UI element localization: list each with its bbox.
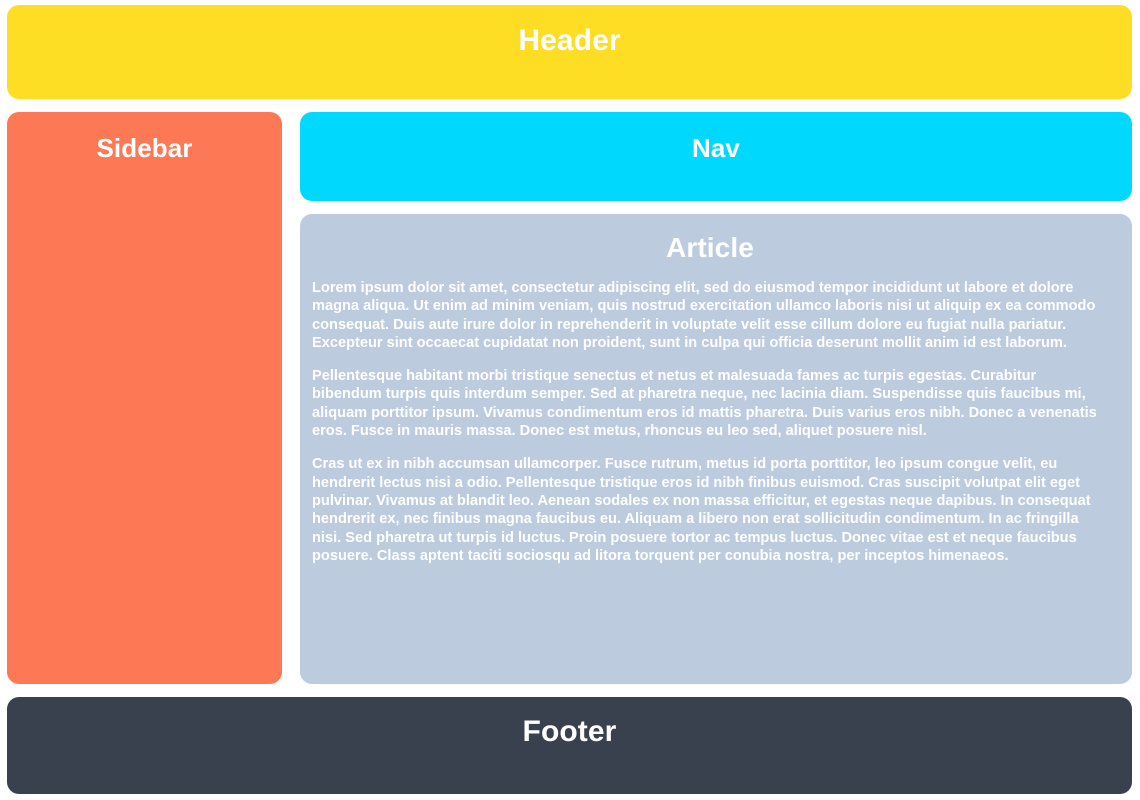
- footer-title: Footer: [522, 715, 617, 748]
- article-paragraph: Pellentesque habitant morbi tristique se…: [312, 368, 1097, 440]
- header-title: Header: [518, 24, 621, 57]
- nav-title: Nav: [692, 133, 740, 163]
- article-region: Article Lorem ipsum dolor sit amet, cons…: [300, 214, 1132, 684]
- article-body: Lorem ipsum dolor sit amet, consectetur …: [312, 279, 1108, 565]
- article-paragraph: Lorem ipsum dolor sit amet, consectetur …: [312, 280, 1096, 351]
- sidebar-region: Sidebar: [7, 112, 282, 684]
- footer-region: Footer: [7, 697, 1132, 794]
- header-region: Header: [7, 5, 1132, 99]
- article-title: Article: [666, 232, 754, 263]
- nav-region: Nav: [300, 112, 1132, 201]
- sidebar-title: Sidebar: [96, 133, 193, 163]
- article-paragraph: Cras ut ex in nibh accumsan ullamcorper.…: [312, 456, 1091, 564]
